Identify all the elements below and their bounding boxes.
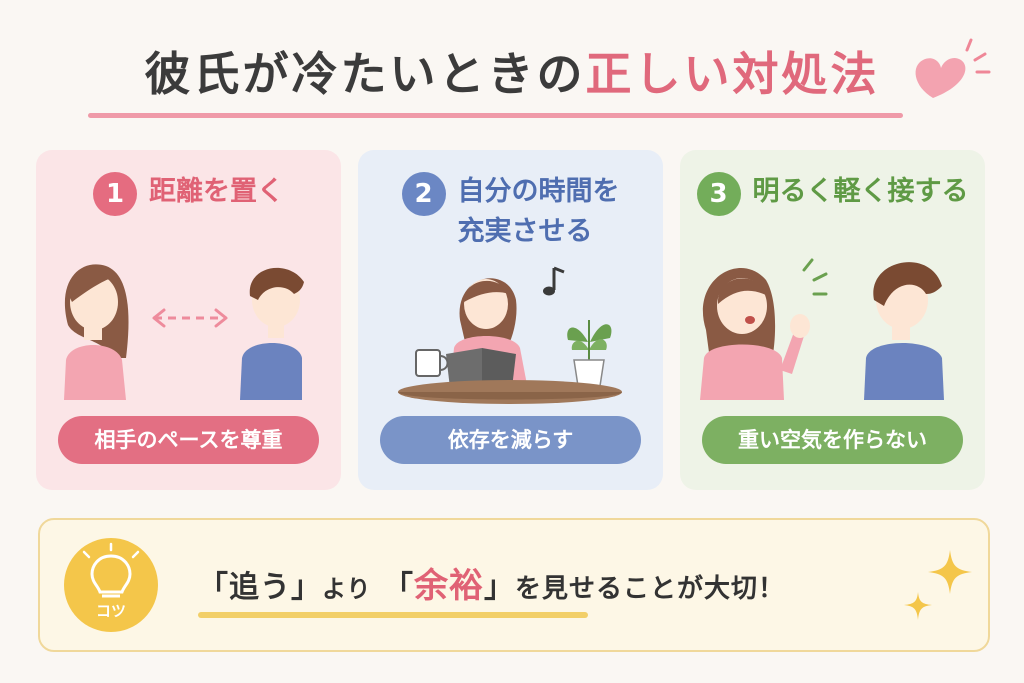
step-number: 3 xyxy=(696,172,741,216)
distance-illustration xyxy=(64,264,304,400)
tip-close-bracket-1: 」 xyxy=(291,570,322,605)
step-card-1: 1 距離を置く 相手のペースを尊重 xyxy=(36,150,341,490)
man-listening-figure xyxy=(864,262,944,400)
mug-icon xyxy=(415,349,449,377)
step-number: 2 xyxy=(401,172,446,216)
title-underline xyxy=(88,113,903,118)
woman-talking-figure xyxy=(700,268,810,400)
tip-word-2: 余裕 xyxy=(413,566,484,606)
step-label: 依存を減らす xyxy=(380,416,641,464)
tip-end: を見せることが大切！ xyxy=(514,574,785,604)
plant-icon xyxy=(567,320,612,387)
woman-figure xyxy=(64,264,129,400)
reading-illustration xyxy=(398,266,622,404)
tip-open-bracket-1: 「 xyxy=(198,570,229,605)
step-header: 3 明るく軽く接する xyxy=(680,172,985,216)
page-title: 彼氏が冷たいときの正しい対処法 xyxy=(145,38,880,104)
step-title: 距離を置く xyxy=(149,176,284,207)
lightbulb-icon xyxy=(82,542,140,598)
page-title-main: 彼氏が冷たいときの xyxy=(144,47,586,101)
tip-badge: コツ xyxy=(64,538,158,632)
step-number: 1 xyxy=(93,172,137,216)
book-icon xyxy=(446,348,516,388)
sound-lines-icon xyxy=(802,258,828,296)
sparkle-icon xyxy=(904,550,972,620)
man-figure xyxy=(240,267,304,400)
step-title: 明るく軽く接する xyxy=(752,176,969,207)
talking-illustration xyxy=(700,258,944,400)
tip-underline xyxy=(198,612,588,618)
tip-word-1: 追う xyxy=(229,570,291,605)
heart-icon xyxy=(915,38,991,98)
step-title: 自分の時間を 充実させる xyxy=(457,176,620,247)
tip-open-bracket-2: 「 xyxy=(382,570,414,605)
tip-box: コツ 「追う」より 「余裕」を見せることが大切！ xyxy=(38,518,990,652)
tip-message: 「追う」より 「余裕」を見せることが大切！ xyxy=(198,558,785,607)
tip-badge-label: コツ xyxy=(95,602,126,620)
step-label: 重い空気を作らない xyxy=(702,416,963,464)
tip-close-bracket-2: 」 xyxy=(483,570,515,605)
table-icon xyxy=(398,380,622,404)
double-arrow-icon xyxy=(152,308,228,328)
page-title-accent: 正しい対処法 xyxy=(585,47,880,101)
step-card-3: 3 明るく軽く接する 重い空気を作らない xyxy=(680,150,985,490)
music-note-icon xyxy=(543,266,565,296)
tip-mid: より xyxy=(322,575,372,603)
step-label: 相手のペースを尊重 xyxy=(58,416,319,464)
step-header: 1 距離を置く xyxy=(36,172,341,216)
page-title-wrap: 彼氏が冷たいときの正しい対処法 xyxy=(0,38,1024,104)
